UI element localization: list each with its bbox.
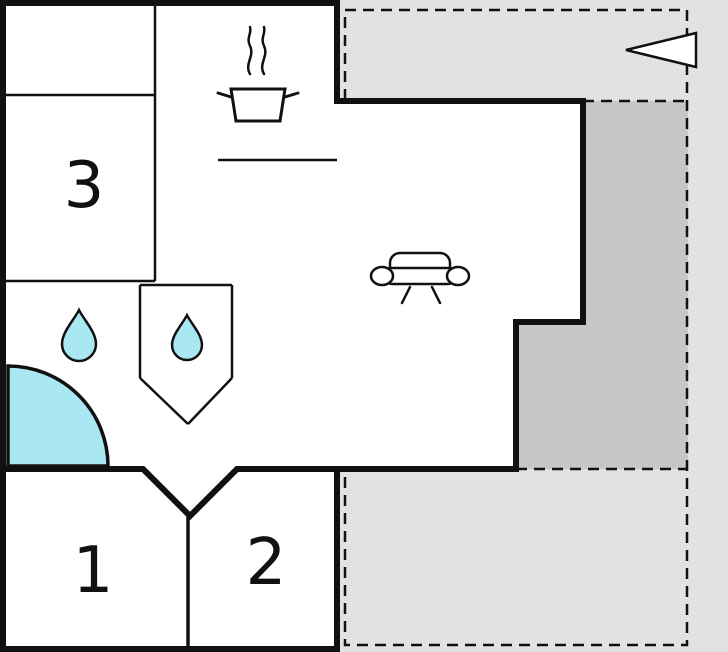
steam-icon bbox=[260, 25, 267, 76]
sofa-arm-right bbox=[445, 265, 471, 287]
steam-icon bbox=[246, 25, 253, 76]
wall-bottom-thick bbox=[3, 466, 516, 521]
pot-body bbox=[229, 87, 287, 123]
water-drop-icon bbox=[60, 307, 98, 363]
pot-handle-right bbox=[283, 91, 300, 99]
shower-icon bbox=[6, 364, 110, 468]
sofa-leg-left bbox=[400, 285, 412, 305]
sofa-leg-right bbox=[430, 285, 442, 305]
room-2-label: 2 bbox=[246, 526, 287, 600]
pot-handle-left bbox=[216, 91, 233, 99]
water-drop-icon bbox=[170, 312, 204, 362]
sofa-arm-left bbox=[369, 265, 395, 287]
wall-wc-room bbox=[138, 283, 234, 425]
room-1-label: 1 bbox=[73, 534, 114, 608]
north-arrow-icon bbox=[625, 31, 698, 69]
sofa-seat bbox=[382, 266, 458, 286]
sofa-icon bbox=[369, 251, 471, 305]
house-outline bbox=[0, 0, 586, 652]
cooking-pot-icon bbox=[216, 25, 300, 123]
terrace-area-dark bbox=[516, 101, 688, 469]
room-3-label: 3 bbox=[64, 149, 105, 223]
plot-boundary-dashed bbox=[343, 8, 689, 647]
